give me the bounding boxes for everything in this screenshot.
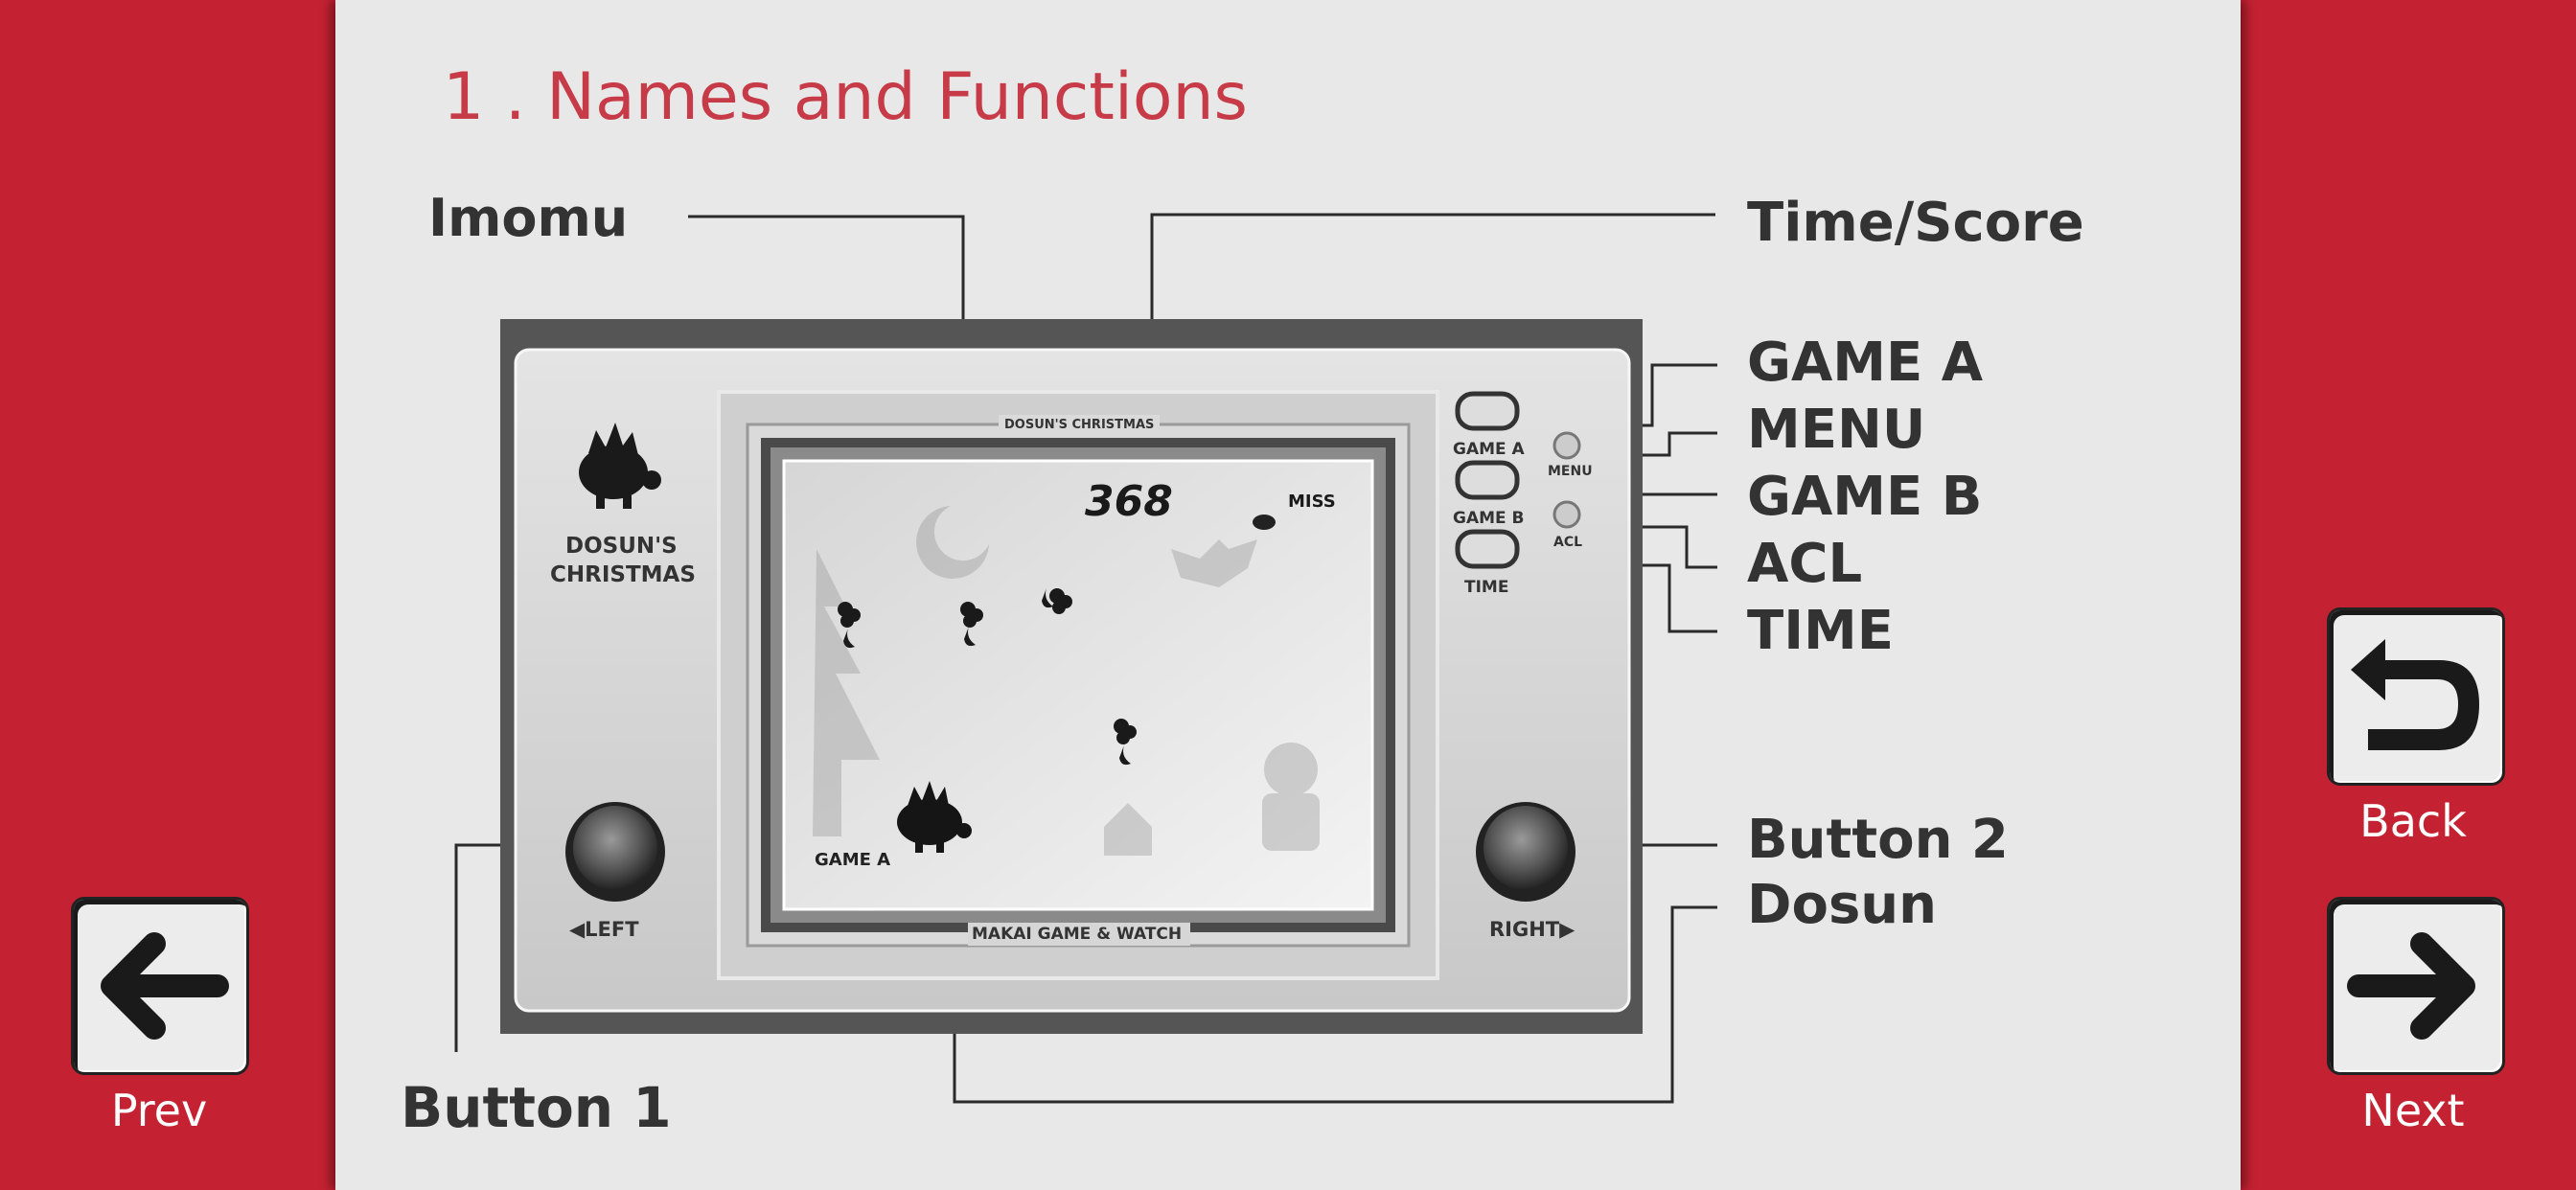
acl-button-label: ACL <box>1553 535 1582 550</box>
label-imomu: Imomu <box>428 188 629 248</box>
label-time: TIME <box>1747 600 1895 662</box>
menu-button[interactable] <box>1552 431 1581 460</box>
label-button-2: Button 2 <box>1747 809 2009 871</box>
acl-button[interactable] <box>1552 500 1581 529</box>
imomu-icon <box>1042 585 1072 614</box>
reindeer-graphic <box>1171 539 1257 587</box>
time-button-label: TIME <box>1464 578 1508 597</box>
game-b-button-label: GAME B <box>1453 509 1525 528</box>
label-button-1: Button 1 <box>401 1075 672 1140</box>
label-game-b: GAME B <box>1747 466 1983 528</box>
right-button-label: RIGHT▶ <box>1489 918 1576 941</box>
time-button[interactable] <box>1455 529 1520 569</box>
miss-label: MISS <box>1288 492 1336 512</box>
back-label: Back <box>2359 795 2467 847</box>
crescent-moon-icon <box>916 506 989 579</box>
lcd-screen <box>782 459 1374 911</box>
dosun-logo-icon <box>579 423 661 509</box>
imomu-icon <box>838 602 861 649</box>
house-graphic <box>1104 803 1152 856</box>
arrow-right-icon <box>2347 932 2475 1040</box>
label-dosun: Dosun <box>1747 874 1938 936</box>
label-time-score: Time/Score <box>1747 192 2084 254</box>
arrow-left-icon <box>101 932 229 1040</box>
screen-bottom-label: MAKAI GAME & WATCH <box>972 925 1182 944</box>
brand-line-1: DOSUN'S <box>565 534 678 559</box>
next-button[interactable] <box>2327 897 2505 1075</box>
label-acl: ACL <box>1747 533 1863 595</box>
dosun-character-icon <box>897 781 972 853</box>
game-a-button-label: GAME A <box>1453 440 1526 459</box>
back-button[interactable] <box>2327 607 2505 786</box>
menu-button-label: MENU <box>1548 464 1593 479</box>
imomu-icon <box>1114 719 1137 766</box>
score-display: 368 <box>1085 477 1173 526</box>
game-a-button[interactable] <box>1455 391 1520 431</box>
screen-top-label: DOSUN'S CHRISTMAS <box>1004 418 1154 432</box>
brand-line-2: CHRISTMAS <box>550 562 696 587</box>
device-illustration: 368 MISS GAME A DOSUN'S CHRISTMAS MAKAI … <box>500 319 1643 1034</box>
label-menu: MENU <box>1747 399 1926 461</box>
label-game-a: GAME A <box>1747 332 1984 394</box>
score-value: 368 <box>1085 477 1173 526</box>
prev-label: Prev <box>110 1085 208 1136</box>
santa-graphic <box>1264 743 1318 796</box>
next-label: Next <box>2361 1085 2465 1136</box>
mode-indicator: GAME A <box>815 850 890 870</box>
game-b-button[interactable] <box>1455 460 1520 500</box>
return-arrow-icon <box>2351 639 2479 750</box>
miss-marker-icon <box>1253 515 1276 530</box>
left-button-label: ◀LEFT <box>569 918 639 941</box>
prev-button[interactable] <box>71 897 249 1075</box>
tree-graphic <box>813 549 880 836</box>
page-title: 1 . Names and Functions <box>443 59 1248 135</box>
imomu-icon <box>960 602 983 647</box>
